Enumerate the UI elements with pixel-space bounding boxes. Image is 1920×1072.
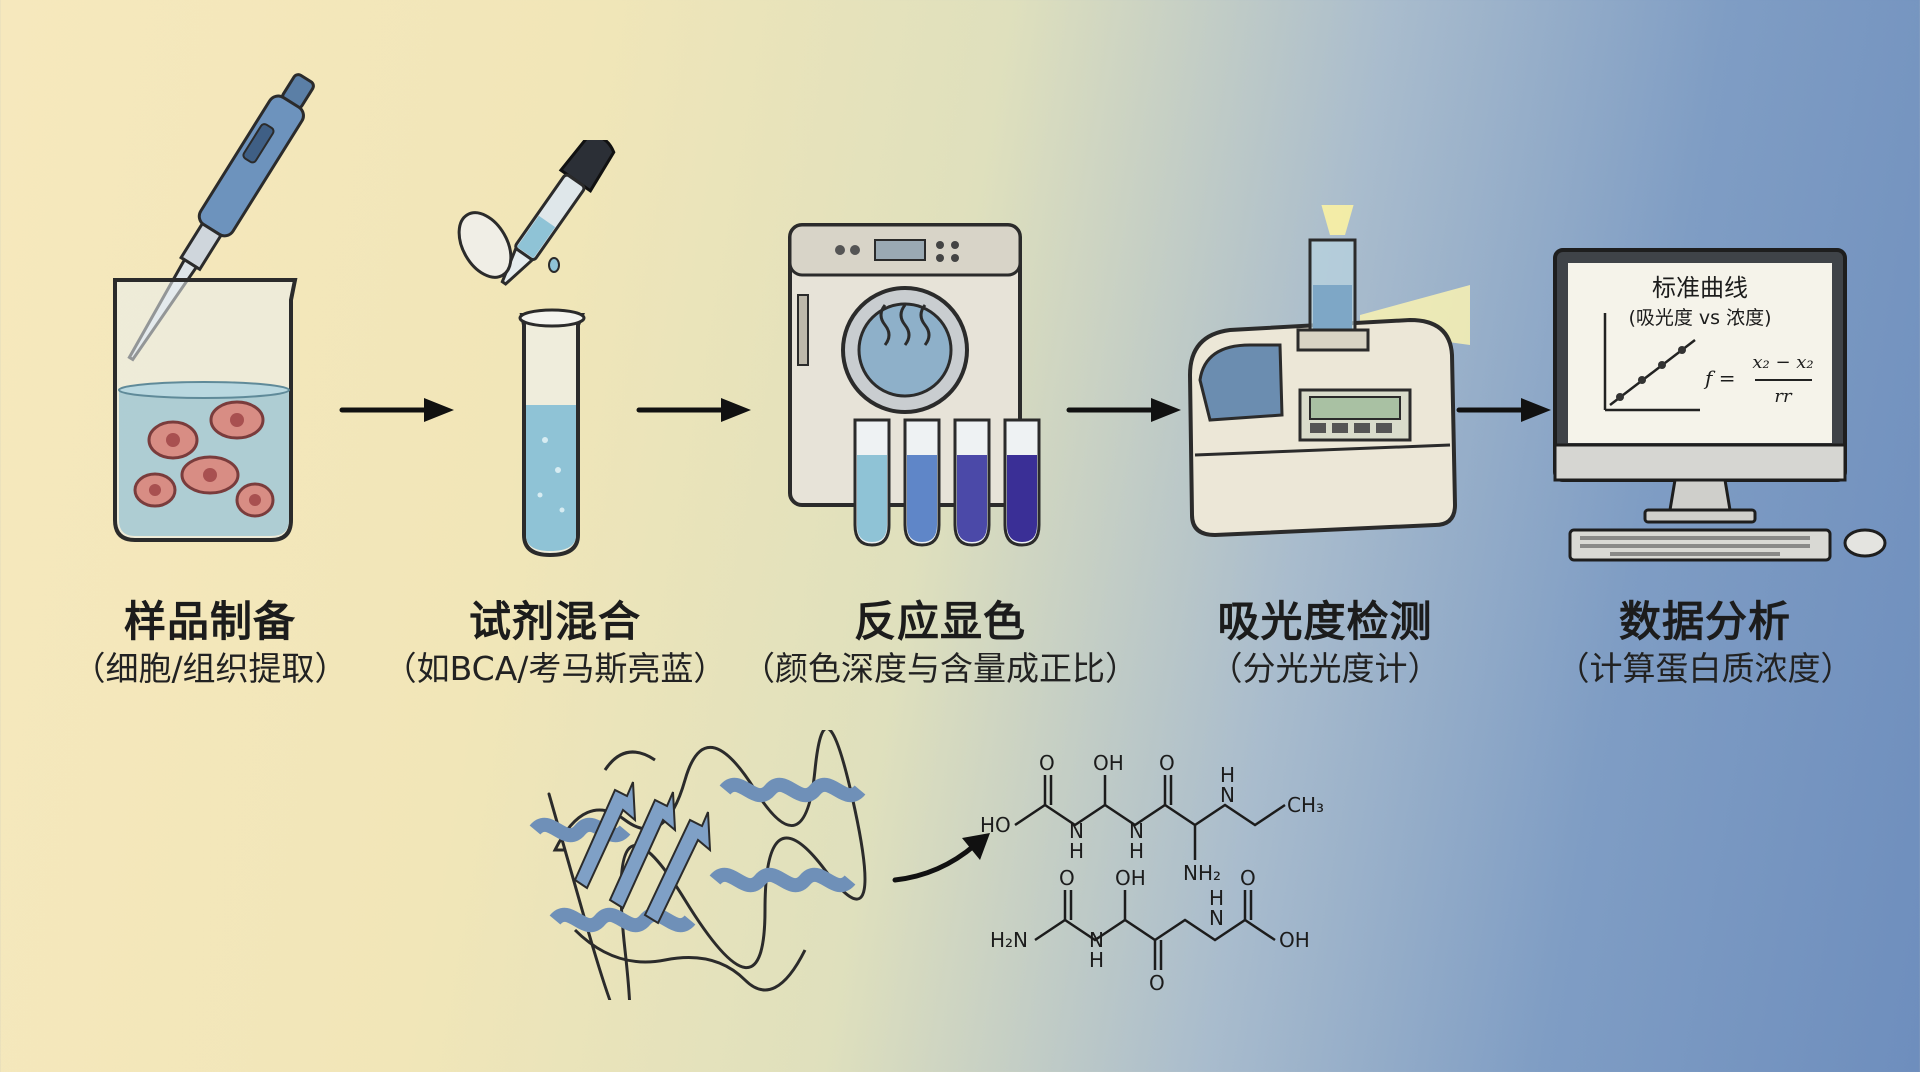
chem-label: H <box>1069 839 1084 863</box>
arrow-right-icon <box>1066 398 1181 422</box>
monitor-chart-title: 标准曲线 <box>1652 274 1748 302</box>
chem-label: OH <box>1279 928 1310 952</box>
step-2-title: 试剂混合 <box>468 597 641 646</box>
step-1-subtitle: （细胞/组织提取） <box>72 649 348 688</box>
formula-denominator: rr <box>1774 386 1792 407</box>
chemical-structure-icon: HO O N H OH N H O H N CH₃ NH₂ H₂N O N H … <box>980 751 1324 995</box>
chem-label: O <box>1039 751 1055 775</box>
chem-label: N <box>1069 819 1084 843</box>
chem-label: OH <box>1115 866 1146 890</box>
chem-label: O <box>1159 751 1175 775</box>
protein-structure-icon <box>529 730 867 1000</box>
spectrophotometer-icon <box>1187 205 1470 538</box>
chem-label: O <box>1059 866 1075 890</box>
computer-icon <box>1553 248 1887 562</box>
step-4-title: 吸光度检测 <box>1217 597 1433 646</box>
chem-label: N <box>1129 819 1144 843</box>
step-3-title: 反应显色 <box>853 597 1026 646</box>
beaker-pipette-icon <box>113 73 315 542</box>
monitor-chart-subtitle: (吸光度 vs 浓度) <box>1628 307 1772 329</box>
chem-label: H <box>1220 763 1235 787</box>
curved-arrow-icon <box>892 833 990 883</box>
formula-numerator: x₂ − x₂ <box>1752 352 1814 373</box>
incubator-tubes-icon <box>788 223 1041 547</box>
chem-label: H₂N <box>990 928 1028 952</box>
chem-label: H <box>1089 948 1104 972</box>
step-4-subtitle: （分光光度计） <box>1209 649 1441 688</box>
step-5-title: 数据分析 <box>1618 597 1791 646</box>
chem-label: NH₂ <box>1183 861 1221 885</box>
step-5-subtitle: （计算蛋白质浓度） <box>1556 649 1854 688</box>
chem-label: OH <box>1093 751 1124 775</box>
chem-label: N <box>1209 906 1224 930</box>
chem-label: O <box>1149 971 1165 995</box>
test-tube-dropper-icon <box>457 140 616 558</box>
step-2-subtitle: （如BCA/考马斯亮蓝） <box>383 649 727 688</box>
step-3-subtitle: （颜色深度与含量成正比） <box>742 649 1138 688</box>
chem-label: HO <box>980 813 1011 837</box>
formula-lhs: f = <box>1705 366 1736 390</box>
arrow-right-icon <box>1456 398 1551 422</box>
chem-label: CH₃ <box>1287 793 1324 817</box>
chem-label: H <box>1209 886 1224 910</box>
chem-label: H <box>1129 839 1144 863</box>
chem-label: O <box>1240 866 1256 890</box>
arrow-right-icon <box>339 398 454 422</box>
chem-label: N <box>1089 928 1104 952</box>
arrow-right-icon <box>636 398 751 422</box>
chem-label: N <box>1220 783 1235 807</box>
step-1-title: 样品制备 <box>123 597 296 646</box>
